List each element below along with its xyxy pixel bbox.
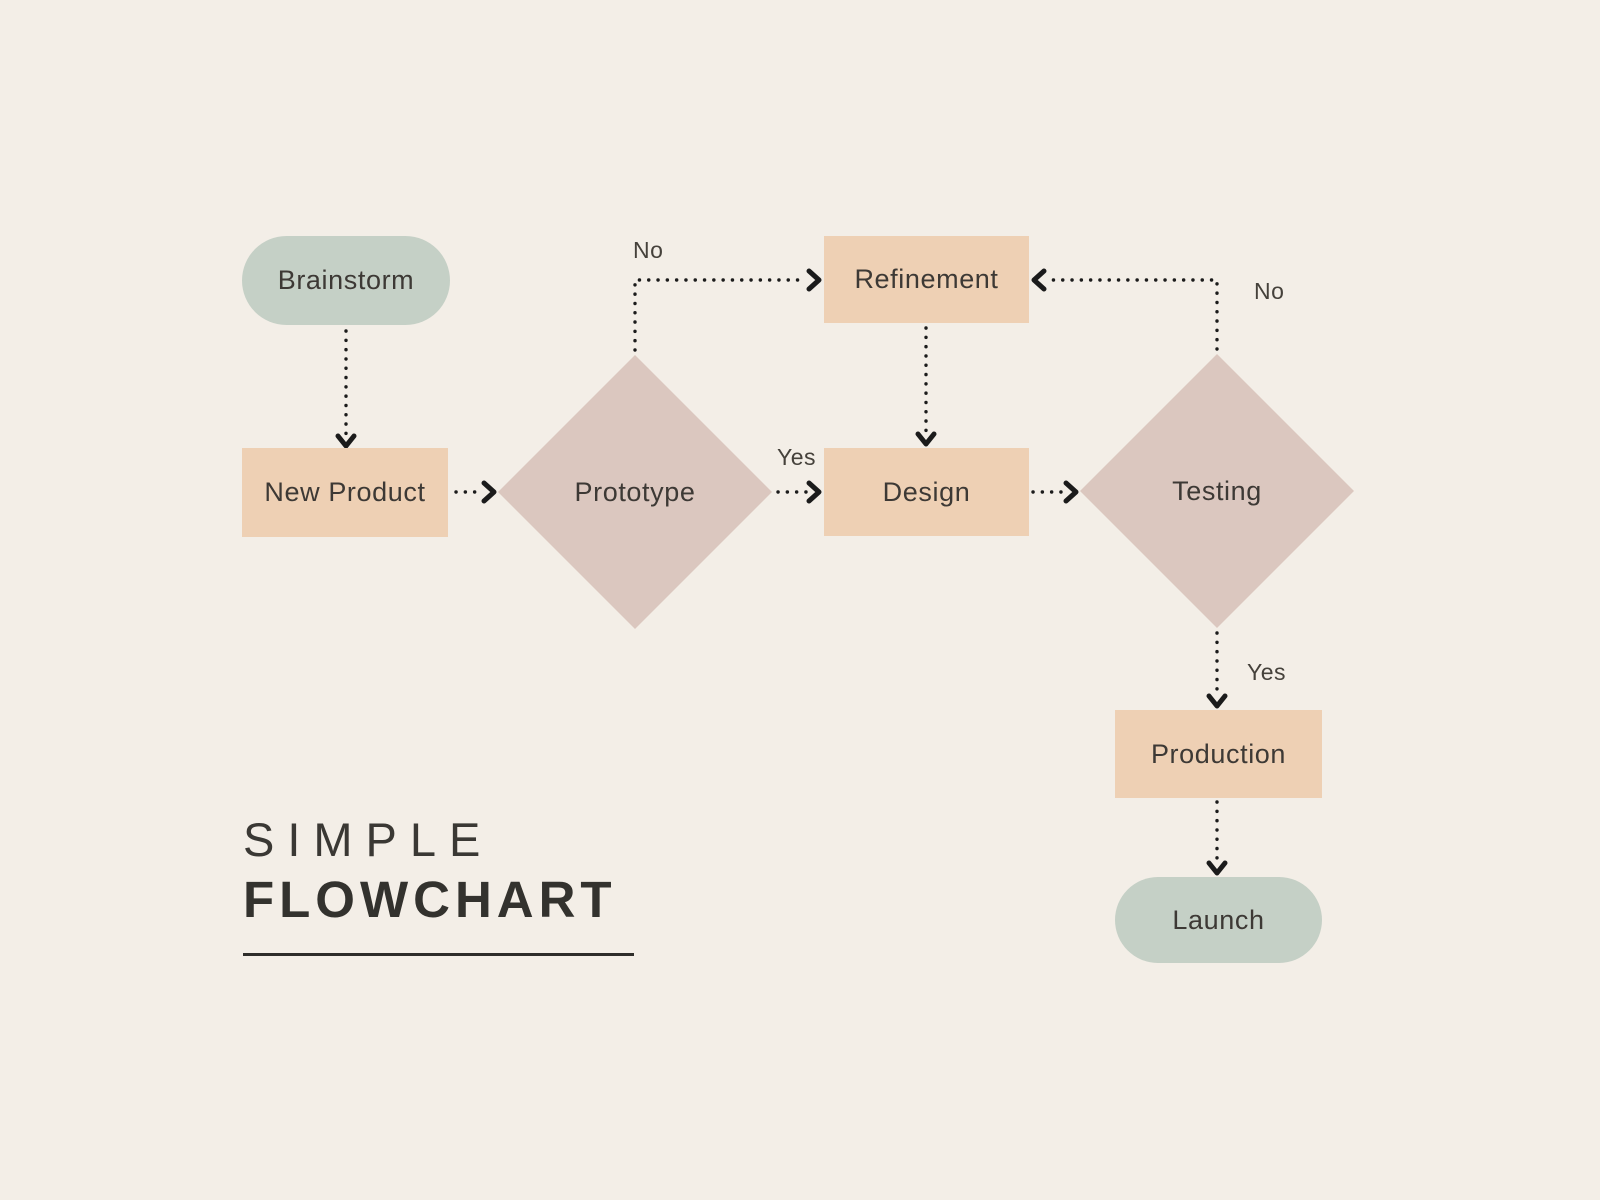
node-new-product: New Product (242, 448, 448, 537)
node-refinement: Refinement (824, 236, 1029, 323)
node-production-label: Production (1150, 738, 1287, 769)
arrowhead-right-icon (806, 268, 822, 292)
arrowhead-right-icon (481, 480, 497, 504)
title-line-flowchart: FLOWCHART (243, 871, 617, 928)
node-launch: Launch (1115, 877, 1322, 963)
node-design-label: Design (882, 476, 971, 507)
arrowhead-right-icon (1063, 480, 1079, 504)
node-testing-label: Testing (1172, 475, 1262, 506)
edge-prototype-to-refinement (633, 278, 808, 352)
arrowhead-down-icon (915, 431, 937, 447)
title-underline (243, 953, 634, 956)
arrowhead-down-icon (335, 433, 357, 449)
arrowhead-down-icon (1206, 860, 1228, 876)
arrowhead-right-icon (806, 480, 822, 504)
node-brainstorm: Brainstorm (242, 236, 450, 325)
node-production: Production (1115, 710, 1322, 798)
edge-label-prototype-no: No (633, 237, 664, 263)
arrowhead-left-icon (1031, 268, 1047, 292)
node-brainstorm-label: Brainstorm (277, 265, 415, 295)
node-design: Design (824, 448, 1029, 536)
node-launch-label: Launch (1172, 904, 1265, 935)
node-new-product-label: New Product (264, 477, 426, 507)
edge-label-testing-yes: Yes (1247, 659, 1287, 685)
node-prototype-label: Prototype (574, 476, 696, 507)
edge-label-prototype-yes: Yes (777, 444, 817, 470)
arrowhead-down-icon (1206, 693, 1228, 709)
title-block: SIMPLE FLOWCHART (243, 813, 634, 956)
node-refinement-label: Refinement (854, 264, 999, 294)
title-line-simple: SIMPLE (243, 813, 494, 866)
edge-label-testing-no: No (1254, 278, 1285, 304)
edge-testing-to-refinement (1046, 278, 1219, 351)
